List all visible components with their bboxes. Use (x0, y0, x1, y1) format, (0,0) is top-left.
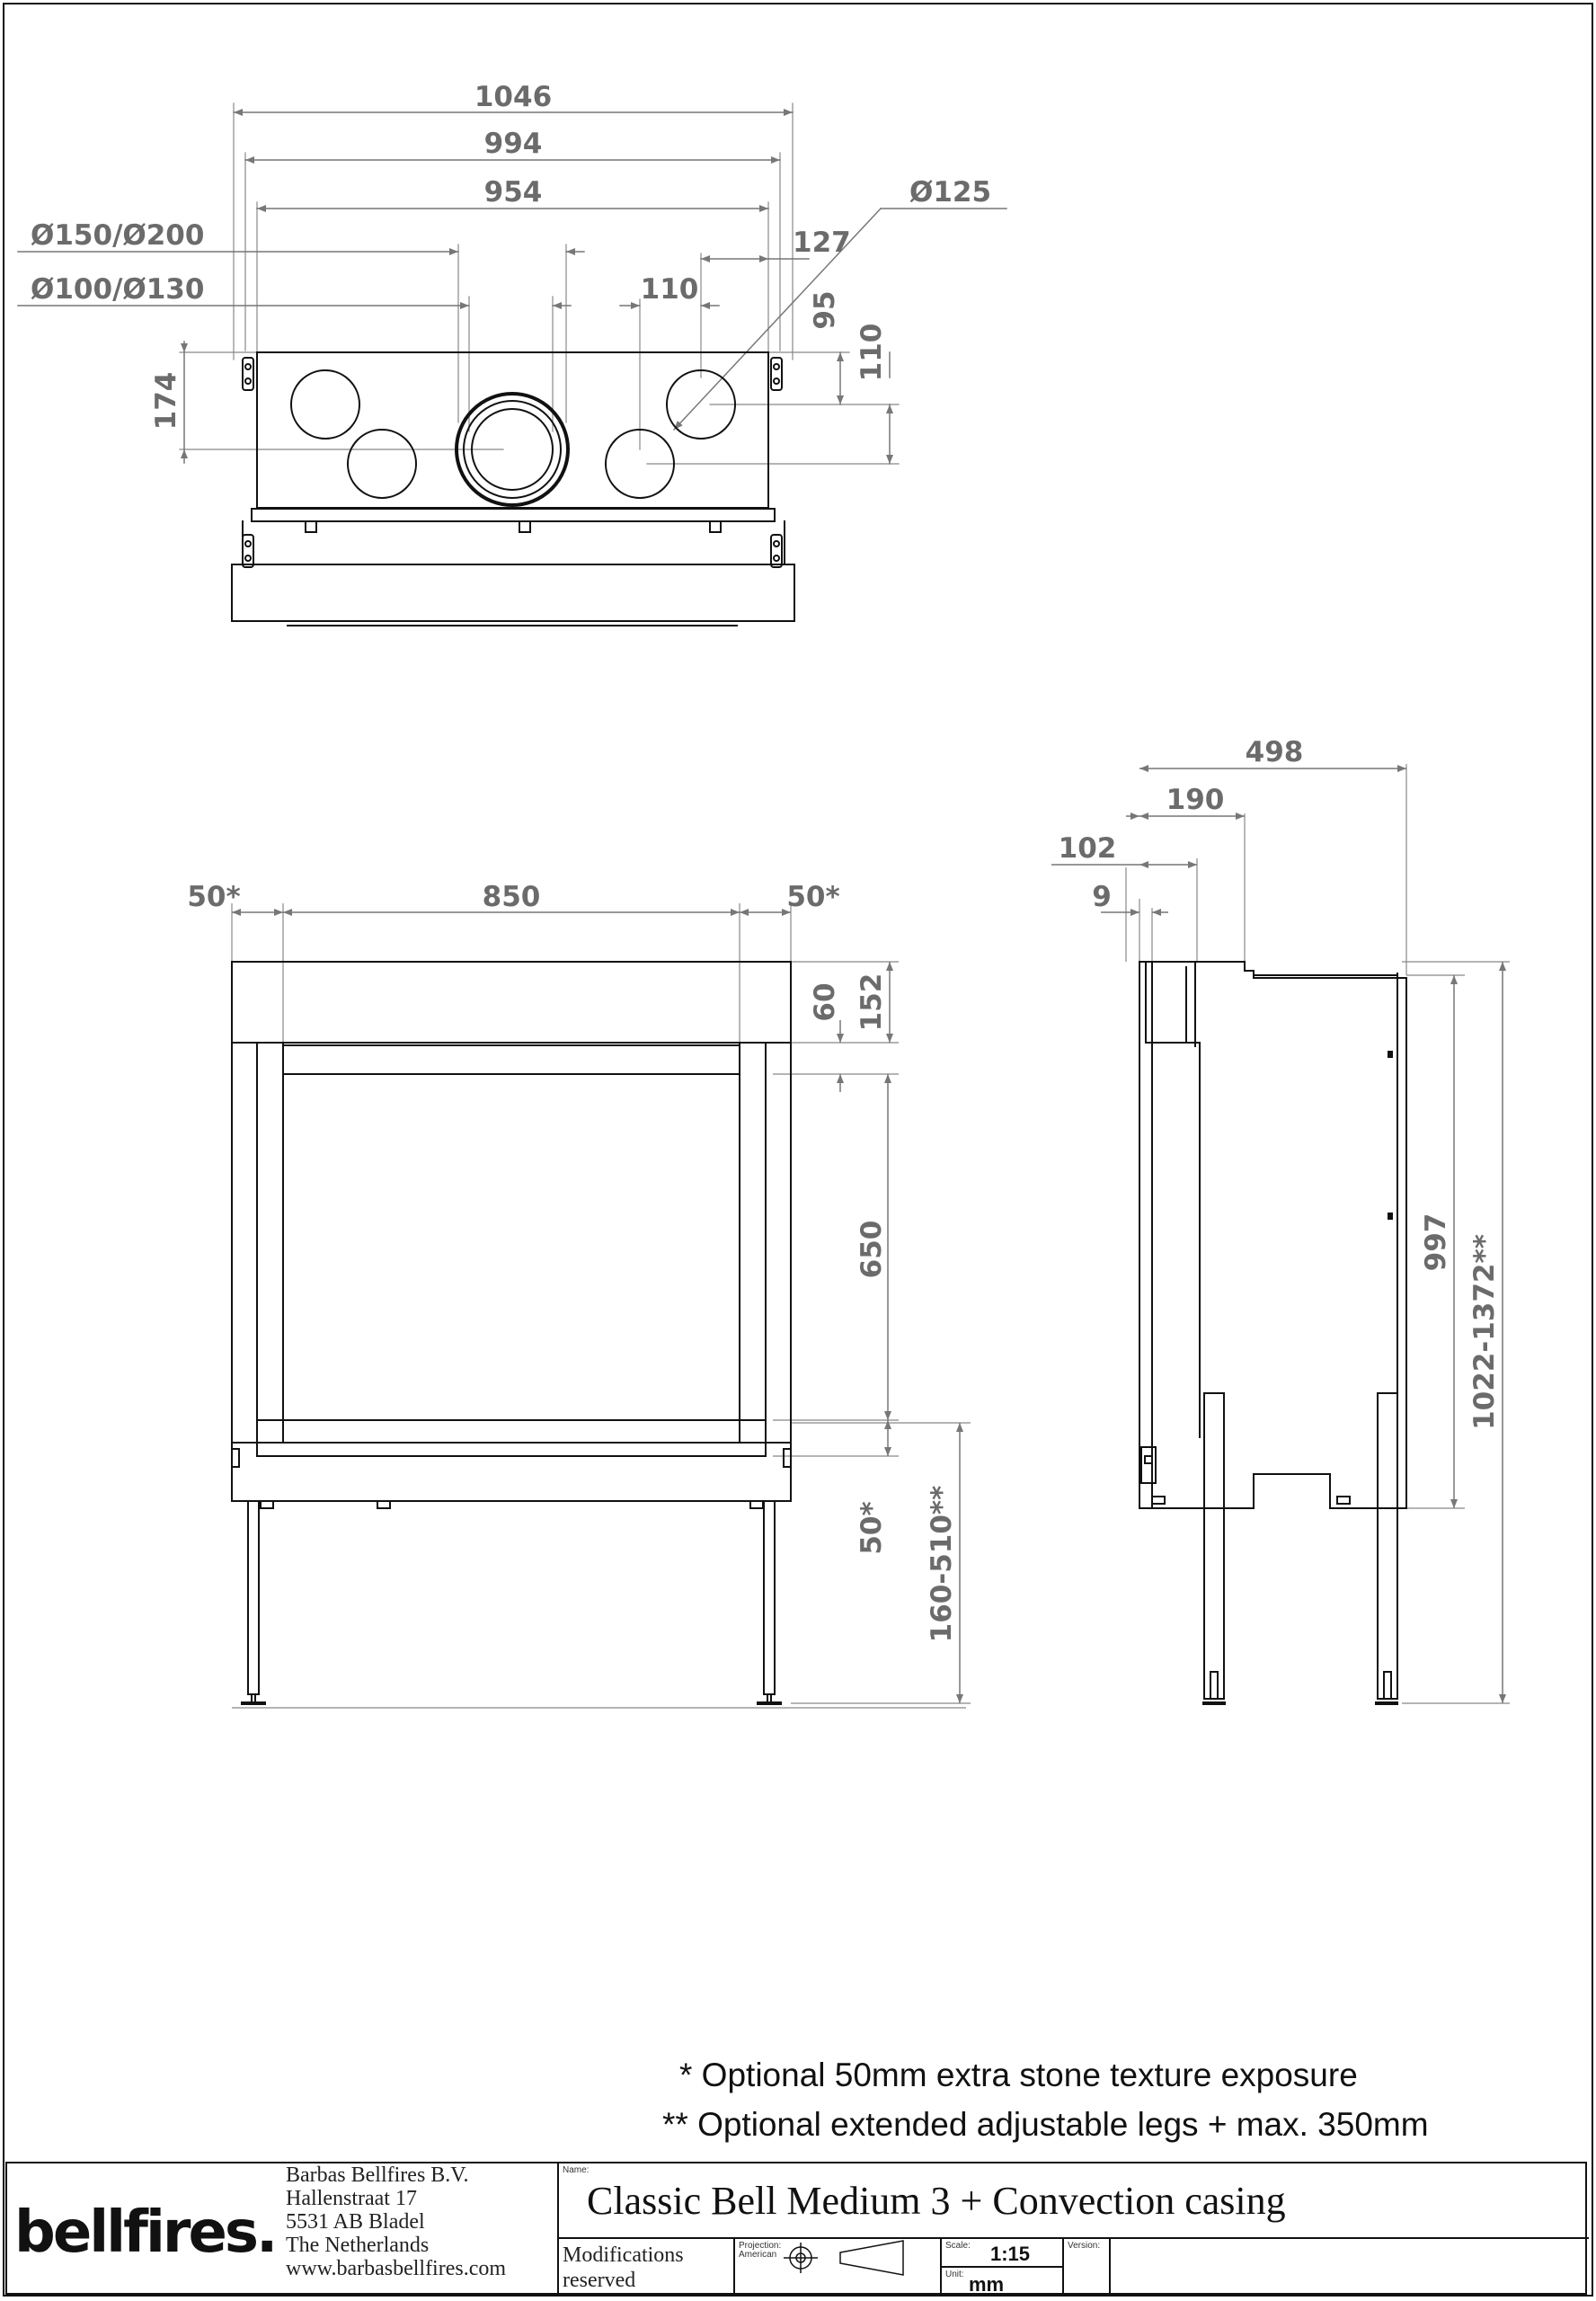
dim-front-side-left: 50* (187, 881, 240, 913)
version-label: Version: (1068, 2241, 1101, 2251)
dim-954: 954 (484, 176, 543, 209)
modifications-line-2: reserved (563, 2269, 636, 2292)
scale-label: Scale: (945, 2241, 971, 2251)
dim-diameter-125: Ø125 (909, 176, 991, 209)
side-view: 498 190 102 9 997 1022-1372** (1051, 736, 1510, 1705)
dim-legs-160-510: 160-510** (926, 1486, 958, 1643)
dim-110-vertical: 110 (856, 324, 888, 382)
divider (940, 2266, 1062, 2268)
dim-front-side-right: 50* (786, 881, 839, 913)
top-view: 1046 994 954 Ø150/Ø200 Ø100/Ø130 Ø125 12… (17, 81, 1007, 626)
projection-value: American (739, 2250, 777, 2260)
dim-95: 95 (809, 290, 841, 329)
dim-9: 9 (1092, 881, 1112, 913)
dim-994: 994 (484, 128, 543, 160)
name-label: Name: (563, 2165, 590, 2175)
dim-diameter-150-200: Ø150/Ø200 (31, 219, 204, 252)
dim-498: 498 (1246, 736, 1304, 768)
dim-650: 650 (856, 1221, 888, 1279)
address-street: Hallenstraat 17 (286, 2187, 417, 2210)
modifications-note: Modifications reserved (563, 2243, 684, 2293)
drawing-title: Classic Bell Medium 3 + Convection casin… (587, 2179, 1286, 2223)
modifications-line-1: Modifications (563, 2243, 684, 2267)
company-address: Barbas Bellfires B.V. Hallenstraat 17 55… (286, 2163, 506, 2280)
dim-total-height: 1022-1372** (1468, 1234, 1501, 1430)
dim-152: 152 (856, 973, 888, 1032)
dim-850: 850 (483, 881, 541, 913)
note-optional-stone: * Optional 50mm extra stone texture expo… (679, 2057, 1358, 2093)
divider (1109, 2237, 1111, 2297)
unit-label: Unit: (945, 2270, 964, 2279)
divider (557, 2237, 1589, 2239)
company-website: www.barbasbellfires.com (286, 2257, 507, 2280)
dim-50-bottom: 50* (856, 1501, 888, 1554)
scale-value: 1:15 (990, 2243, 1031, 2265)
divider (733, 2237, 735, 2297)
projection-label: Projection: (739, 2241, 782, 2251)
divider (557, 2163, 559, 2297)
divider (1062, 2237, 1064, 2297)
title-block: bellfires. Barbas Bellfires B.V. Hallens… (5, 2162, 1589, 2297)
note-optional-legs: ** Optional extended adjustable legs + m… (662, 2106, 1429, 2143)
dim-110-horizontal: 110 (641, 273, 699, 306)
dim-127: 127 (793, 227, 851, 259)
bellfires-logo: bellfires. (14, 2199, 278, 2266)
dim-102: 102 (1059, 832, 1117, 865)
dim-190: 190 (1166, 784, 1225, 816)
front-view: 50* 850 50* 60 152 650 50* 160-510** (187, 881, 971, 1709)
address-postcode: 5531 AB Bladel (286, 2210, 425, 2234)
dim-174: 174 (150, 372, 182, 431)
projection-symbol-icon (784, 2240, 904, 2276)
address-country: The Netherlands (286, 2234, 430, 2257)
dim-diameter-100-130: Ø100/Ø130 (31, 273, 204, 306)
unit-value: mm (969, 2273, 1005, 2296)
dim-997: 997 (1420, 1213, 1452, 1272)
company-name: Barbas Bellfires B.V. (286, 2163, 469, 2187)
dim-1046: 1046 (474, 81, 552, 113)
dim-60: 60 (809, 982, 841, 1021)
sheet-border (3, 3, 1593, 2297)
